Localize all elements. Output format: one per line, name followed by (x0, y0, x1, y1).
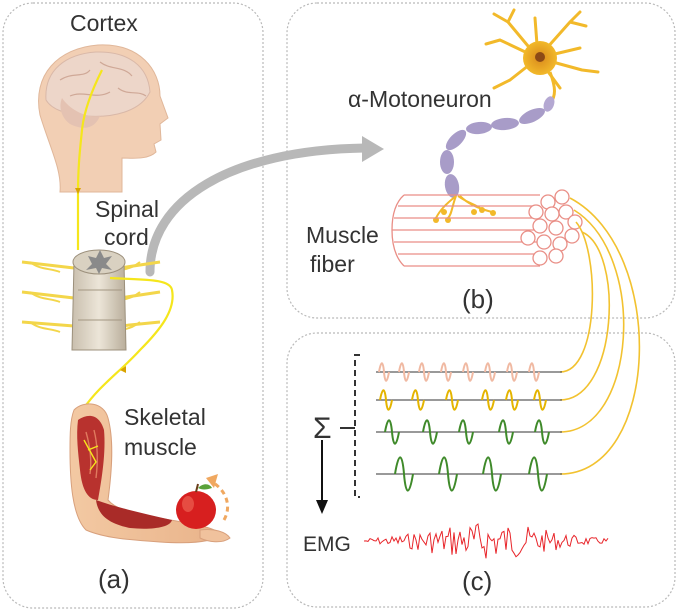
action-potential-spike (422, 419, 438, 445)
action-potential-spike (438, 456, 458, 492)
skeletal-muscle-label-line1: Skeletal (124, 404, 206, 430)
action-potential-spike (482, 456, 502, 492)
apple-illustration (176, 483, 216, 529)
nerve-arrowhead-2 (120, 366, 126, 373)
muscle-fiber-label-line1: Muscle (306, 222, 379, 248)
arm-illustration (69, 403, 231, 544)
motor-unit-traces (376, 362, 562, 492)
action-potential-spike (398, 362, 410, 382)
action-potential-spike (462, 362, 474, 382)
action-potential-spike (484, 362, 496, 382)
nerve-arrowhead-1 (75, 188, 81, 194)
action-potential-spike (506, 362, 518, 382)
spinal-cord-illustration (21, 249, 161, 351)
action-potential-spike (458, 419, 474, 445)
spinal-cord-label-line2: cord (104, 224, 149, 250)
sum-symbol: Σ (313, 412, 332, 445)
descending-nerve-line (76, 69, 103, 250)
fiber-signal-leads (559, 197, 641, 475)
action-potential-spike (384, 419, 400, 445)
neuromuscular-junction (433, 195, 496, 223)
lift-motion-arrow (211, 480, 229, 521)
action-potential-spike (534, 419, 550, 445)
action-potential-spike (394, 456, 414, 492)
action-potential-spike (533, 389, 547, 411)
sum-bracket (316, 354, 360, 514)
motoneuron-label: α-Motoneuron (348, 86, 492, 112)
action-potential-spike (528, 362, 540, 382)
action-potential-spike (528, 456, 548, 492)
spinal-cord-label-line1: Spinal (95, 196, 159, 222)
muscle-fiber-label-line2: fiber (310, 251, 355, 277)
motor-nerve-line (83, 276, 174, 409)
panel-c-label: (c) (462, 566, 493, 596)
emg-label: EMG (303, 533, 351, 556)
action-potential-spike (378, 362, 390, 382)
action-potential-spike (481, 389, 495, 411)
action-potential-spike (411, 389, 425, 411)
cortex-label: Cortex (70, 10, 138, 36)
action-potential-spike (418, 362, 430, 382)
panel-b-label: (b) (462, 284, 494, 314)
skeletal-muscle-label-line2: muscle (124, 434, 197, 460)
action-potential-spike (505, 389, 519, 411)
panel-c-frame (286, 332, 676, 608)
transition-arrow (145, 136, 384, 277)
panel-a-frame (2, 2, 264, 609)
emg-waveform (363, 523, 609, 559)
panel-a-label: (a) (98, 564, 130, 594)
panel-b-frame (286, 2, 676, 319)
action-potential-spike (445, 389, 459, 411)
axon-illustration (440, 96, 555, 198)
action-potential-spike (440, 362, 452, 382)
motoneuron-illustration (484, 8, 600, 105)
head-illustration (38, 44, 169, 193)
action-potential-spike (379, 389, 393, 411)
emg-signal (363, 523, 609, 559)
action-potential-spike (498, 419, 514, 445)
lift-motion-arrowhead (206, 474, 218, 488)
muscle-fiber-bundle (391, 189, 583, 267)
